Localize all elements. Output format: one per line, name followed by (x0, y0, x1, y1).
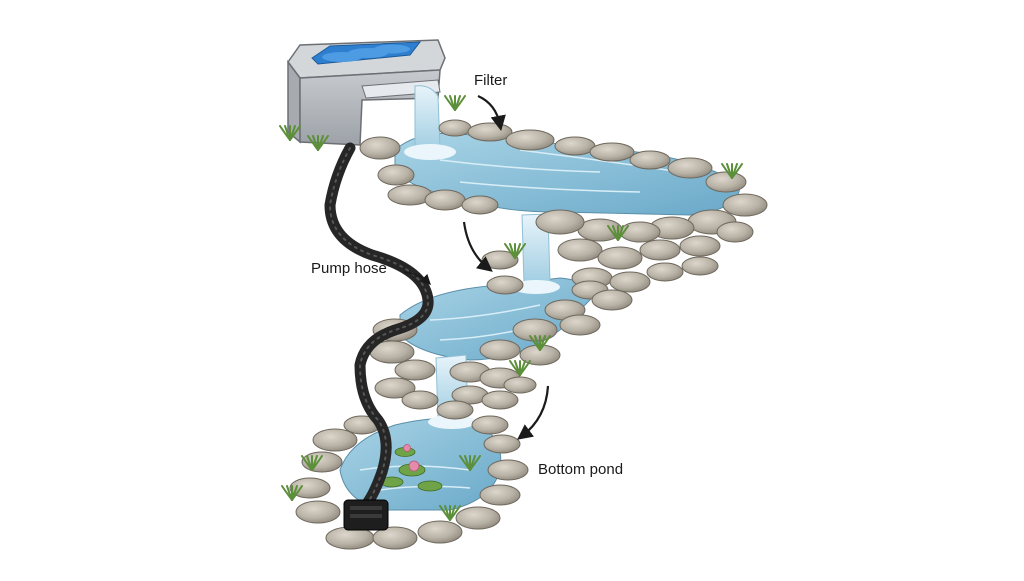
stone (359, 136, 401, 160)
arrow-icon (477, 94, 506, 132)
stone (619, 221, 661, 243)
stone (372, 526, 418, 550)
stone (505, 129, 555, 151)
stone (401, 390, 439, 410)
stone (512, 318, 558, 342)
label-bottom-pond: Bottom pond (538, 461, 624, 478)
waterfall-top (414, 85, 441, 153)
stone (394, 359, 436, 381)
stone (461, 195, 499, 215)
stone (591, 289, 633, 311)
filter-media (311, 41, 422, 65)
stone (503, 376, 537, 394)
stone (374, 377, 416, 399)
label-filter: Filter (474, 72, 508, 89)
stone (377, 164, 415, 186)
stone (646, 262, 684, 282)
label-pump-hose: Pump hose (311, 260, 387, 277)
stone (438, 119, 472, 137)
stone (559, 314, 601, 336)
stone (424, 189, 466, 211)
stone (597, 246, 643, 270)
plant-icon (281, 485, 303, 501)
stone (589, 142, 635, 162)
stone (557, 238, 603, 262)
stone (554, 136, 596, 156)
arrow-icon (462, 221, 493, 272)
stone (471, 415, 509, 435)
stone (479, 484, 521, 506)
splash-bottom (428, 415, 476, 429)
plant-icon (504, 243, 526, 259)
stone (455, 506, 501, 530)
plant-icon (529, 335, 551, 351)
stone (609, 271, 651, 293)
stone (722, 193, 768, 217)
plant-icon (439, 505, 461, 521)
rock-walls (289, 119, 768, 550)
plant-icon (509, 360, 531, 376)
filter-box (287, 39, 446, 146)
stone (467, 122, 513, 142)
stone (436, 400, 474, 420)
stone (417, 520, 463, 544)
plant-icon (459, 455, 481, 471)
stone (705, 171, 747, 193)
arrow-icon (517, 385, 550, 440)
splash-middle (512, 280, 560, 294)
stone (486, 275, 524, 295)
stone (487, 459, 529, 481)
stone (639, 239, 681, 261)
stone (481, 390, 519, 410)
stone (295, 500, 341, 524)
stone (667, 157, 713, 179)
stone (681, 256, 719, 276)
plant-icon (279, 125, 301, 141)
water-lily-icon (380, 444, 443, 492)
plant-icon (721, 163, 743, 179)
plant-icon (301, 455, 323, 471)
pump (343, 499, 389, 531)
arrow-icon (403, 271, 431, 285)
splash-top (404, 144, 456, 160)
stone (629, 150, 671, 170)
stone (479, 339, 521, 361)
stone (679, 235, 721, 257)
stone (535, 209, 585, 235)
plant-icon (307, 135, 329, 151)
stone (483, 434, 521, 454)
plants (279, 95, 743, 521)
stone (312, 428, 358, 452)
stone (289, 477, 331, 499)
stone (716, 221, 754, 243)
plant-icon (444, 95, 466, 111)
plant-icon (607, 225, 629, 241)
